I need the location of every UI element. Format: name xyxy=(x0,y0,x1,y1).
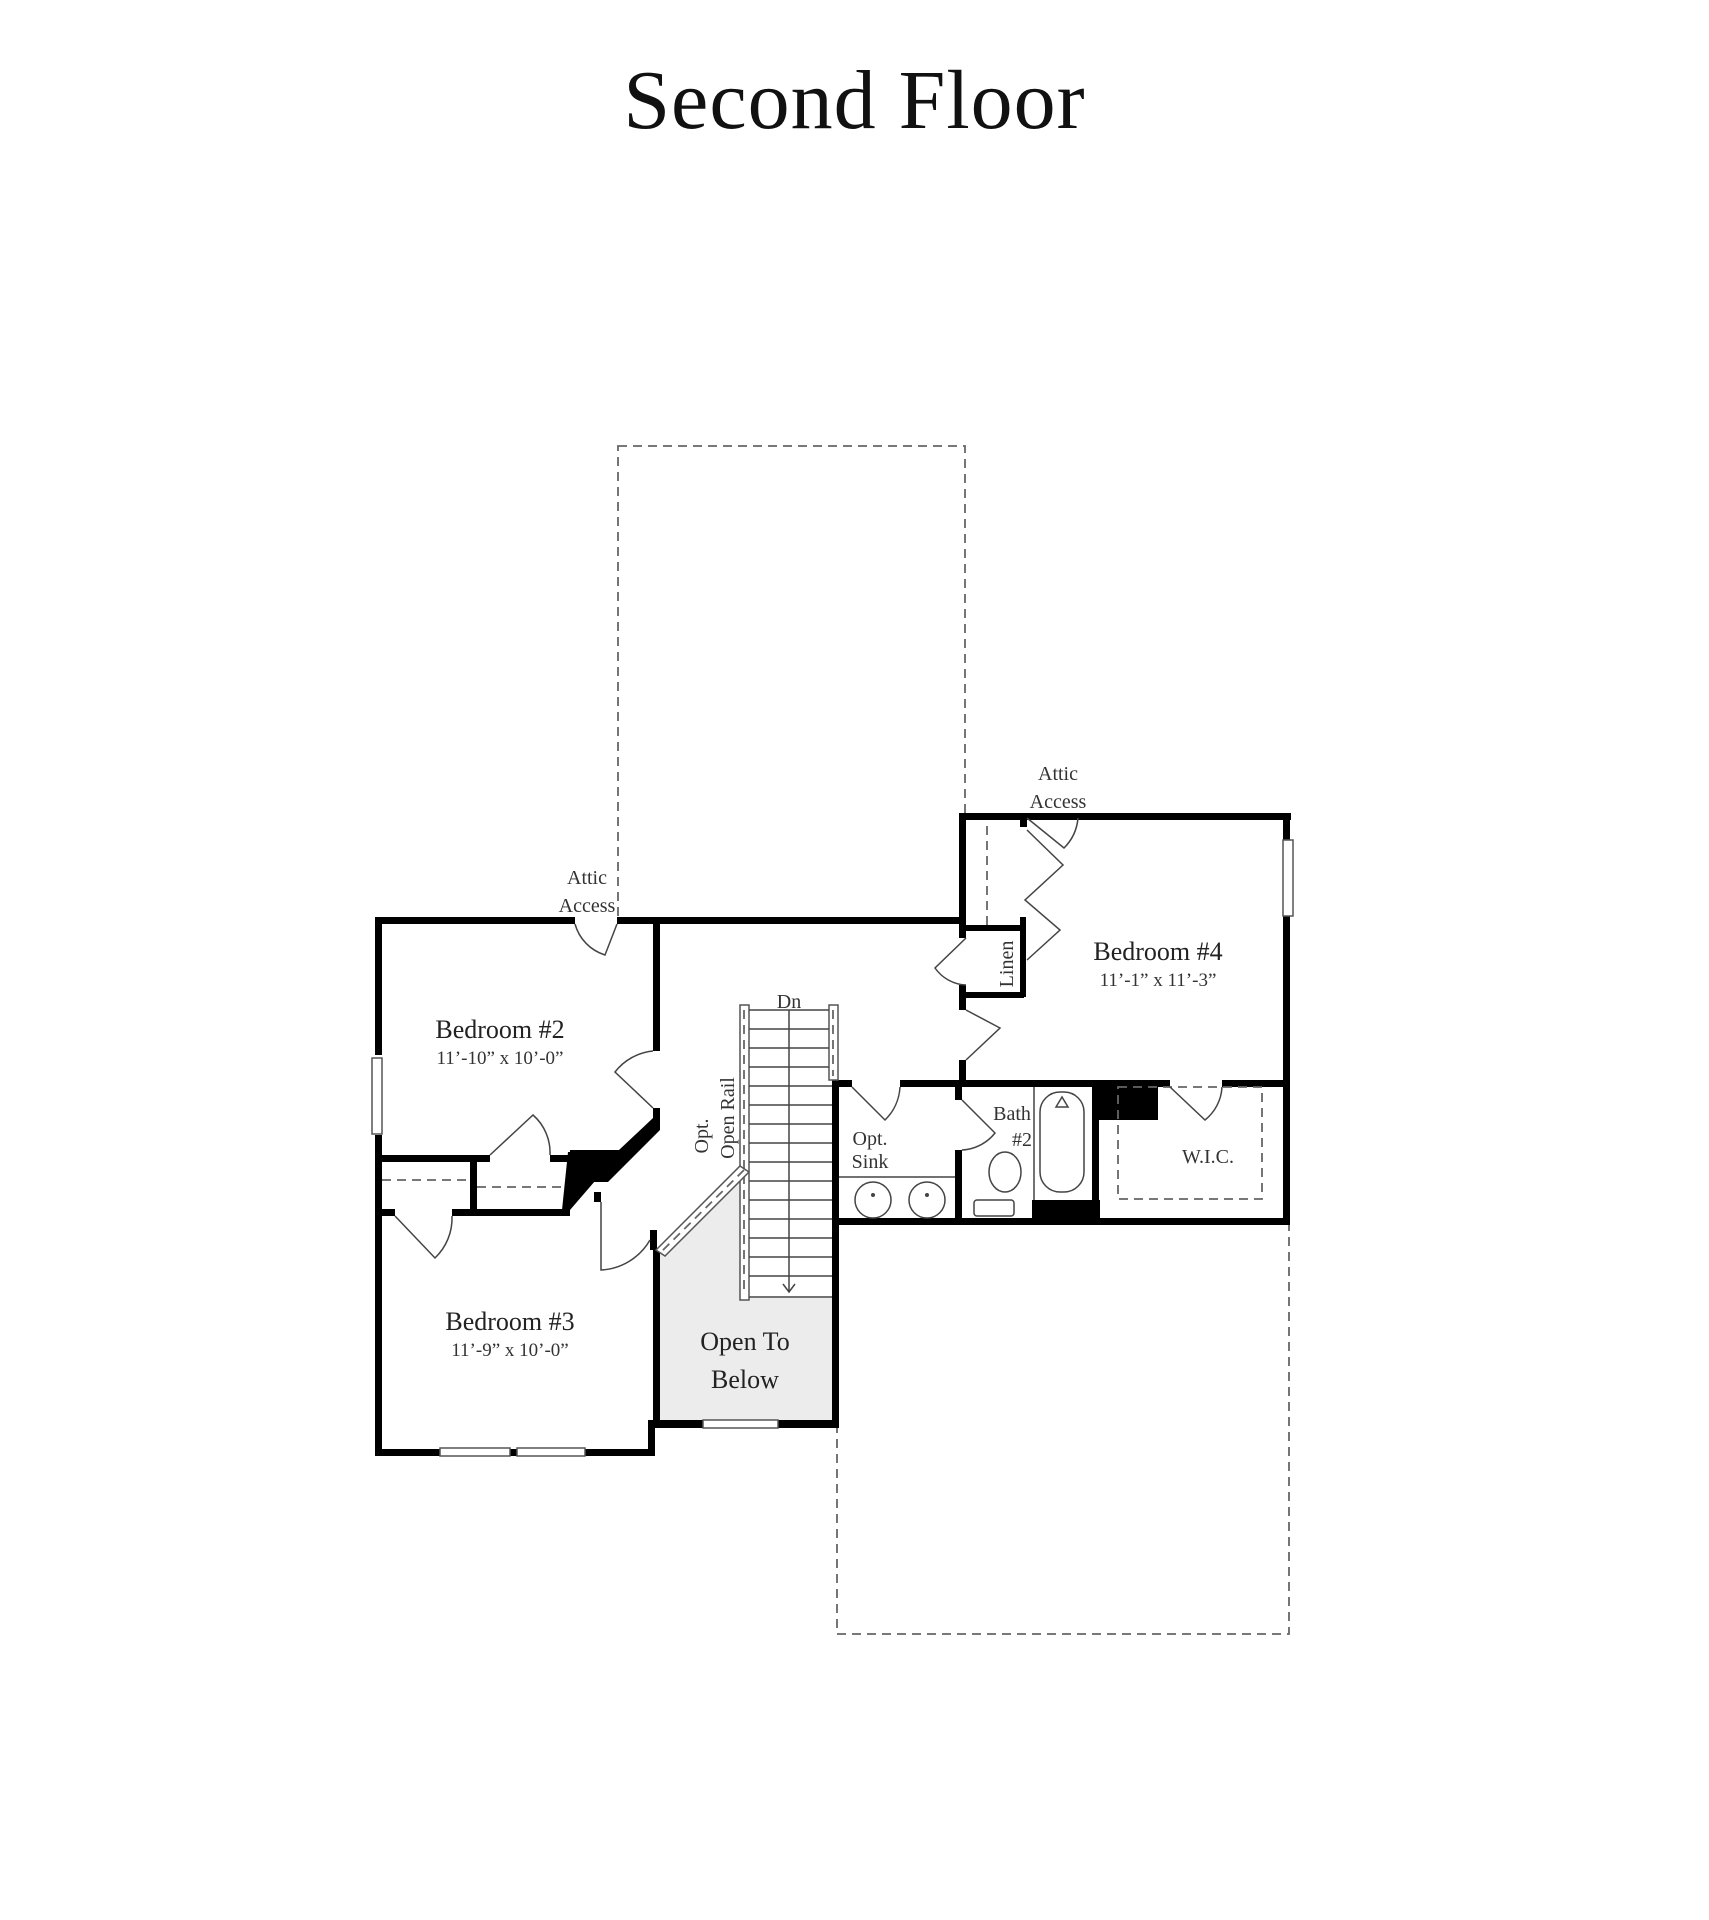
dashed-outline-top xyxy=(617,445,966,920)
attic-access-label-right: Attic xyxy=(1038,763,1078,785)
open-to-below-area xyxy=(658,1168,832,1422)
room-name-bedroom-3: Bedroom #3 xyxy=(445,1307,574,1336)
open-rail-label-2: Open Rail xyxy=(717,1077,739,1159)
page-title: Second Floor xyxy=(623,54,1086,147)
room-name-bedroom-2: Bedroom #2 xyxy=(435,1015,564,1044)
open-to-below-label-1: Open To xyxy=(700,1327,789,1356)
open-to-below-label-2: Below xyxy=(711,1365,779,1394)
staircase xyxy=(654,1004,839,1301)
room-dimensions-bedroom-3: 11’-9” x 10’-0” xyxy=(451,1340,568,1361)
stairs-down-label: Dn xyxy=(777,991,801,1013)
dashed-outline-bottom xyxy=(836,1223,1290,1635)
room-dimensions-bedroom-2: 11’-10” x 10’-0” xyxy=(437,1048,564,1069)
attic-access-label-left: Attic xyxy=(567,867,607,889)
wic-label: W.I.C. xyxy=(1182,1146,1234,1168)
room-dimensions-bedroom-4: 11’-1” x 11’-3” xyxy=(1100,970,1217,991)
bath-label-1: Bath xyxy=(993,1103,1031,1125)
bath-label-2: #2 xyxy=(1012,1129,1032,1151)
room-name-bedroom-4: Bedroom #4 xyxy=(1093,937,1222,966)
doors xyxy=(394,817,1223,1271)
windows xyxy=(371,839,1294,1457)
opt-sink-label-1: Opt. xyxy=(853,1128,888,1150)
walls xyxy=(375,813,1291,1456)
bath-fixtures xyxy=(839,1087,1085,1219)
wic-shelf xyxy=(1117,1086,1263,1200)
opt-sink-label-2: Sink xyxy=(852,1151,889,1173)
open-rail-label-1: Opt. xyxy=(691,1119,713,1154)
linen-label: Linen xyxy=(996,941,1018,988)
attic-access-label-right-2: Access xyxy=(1030,791,1087,813)
attic-access-label-left-2: Access xyxy=(559,895,616,917)
